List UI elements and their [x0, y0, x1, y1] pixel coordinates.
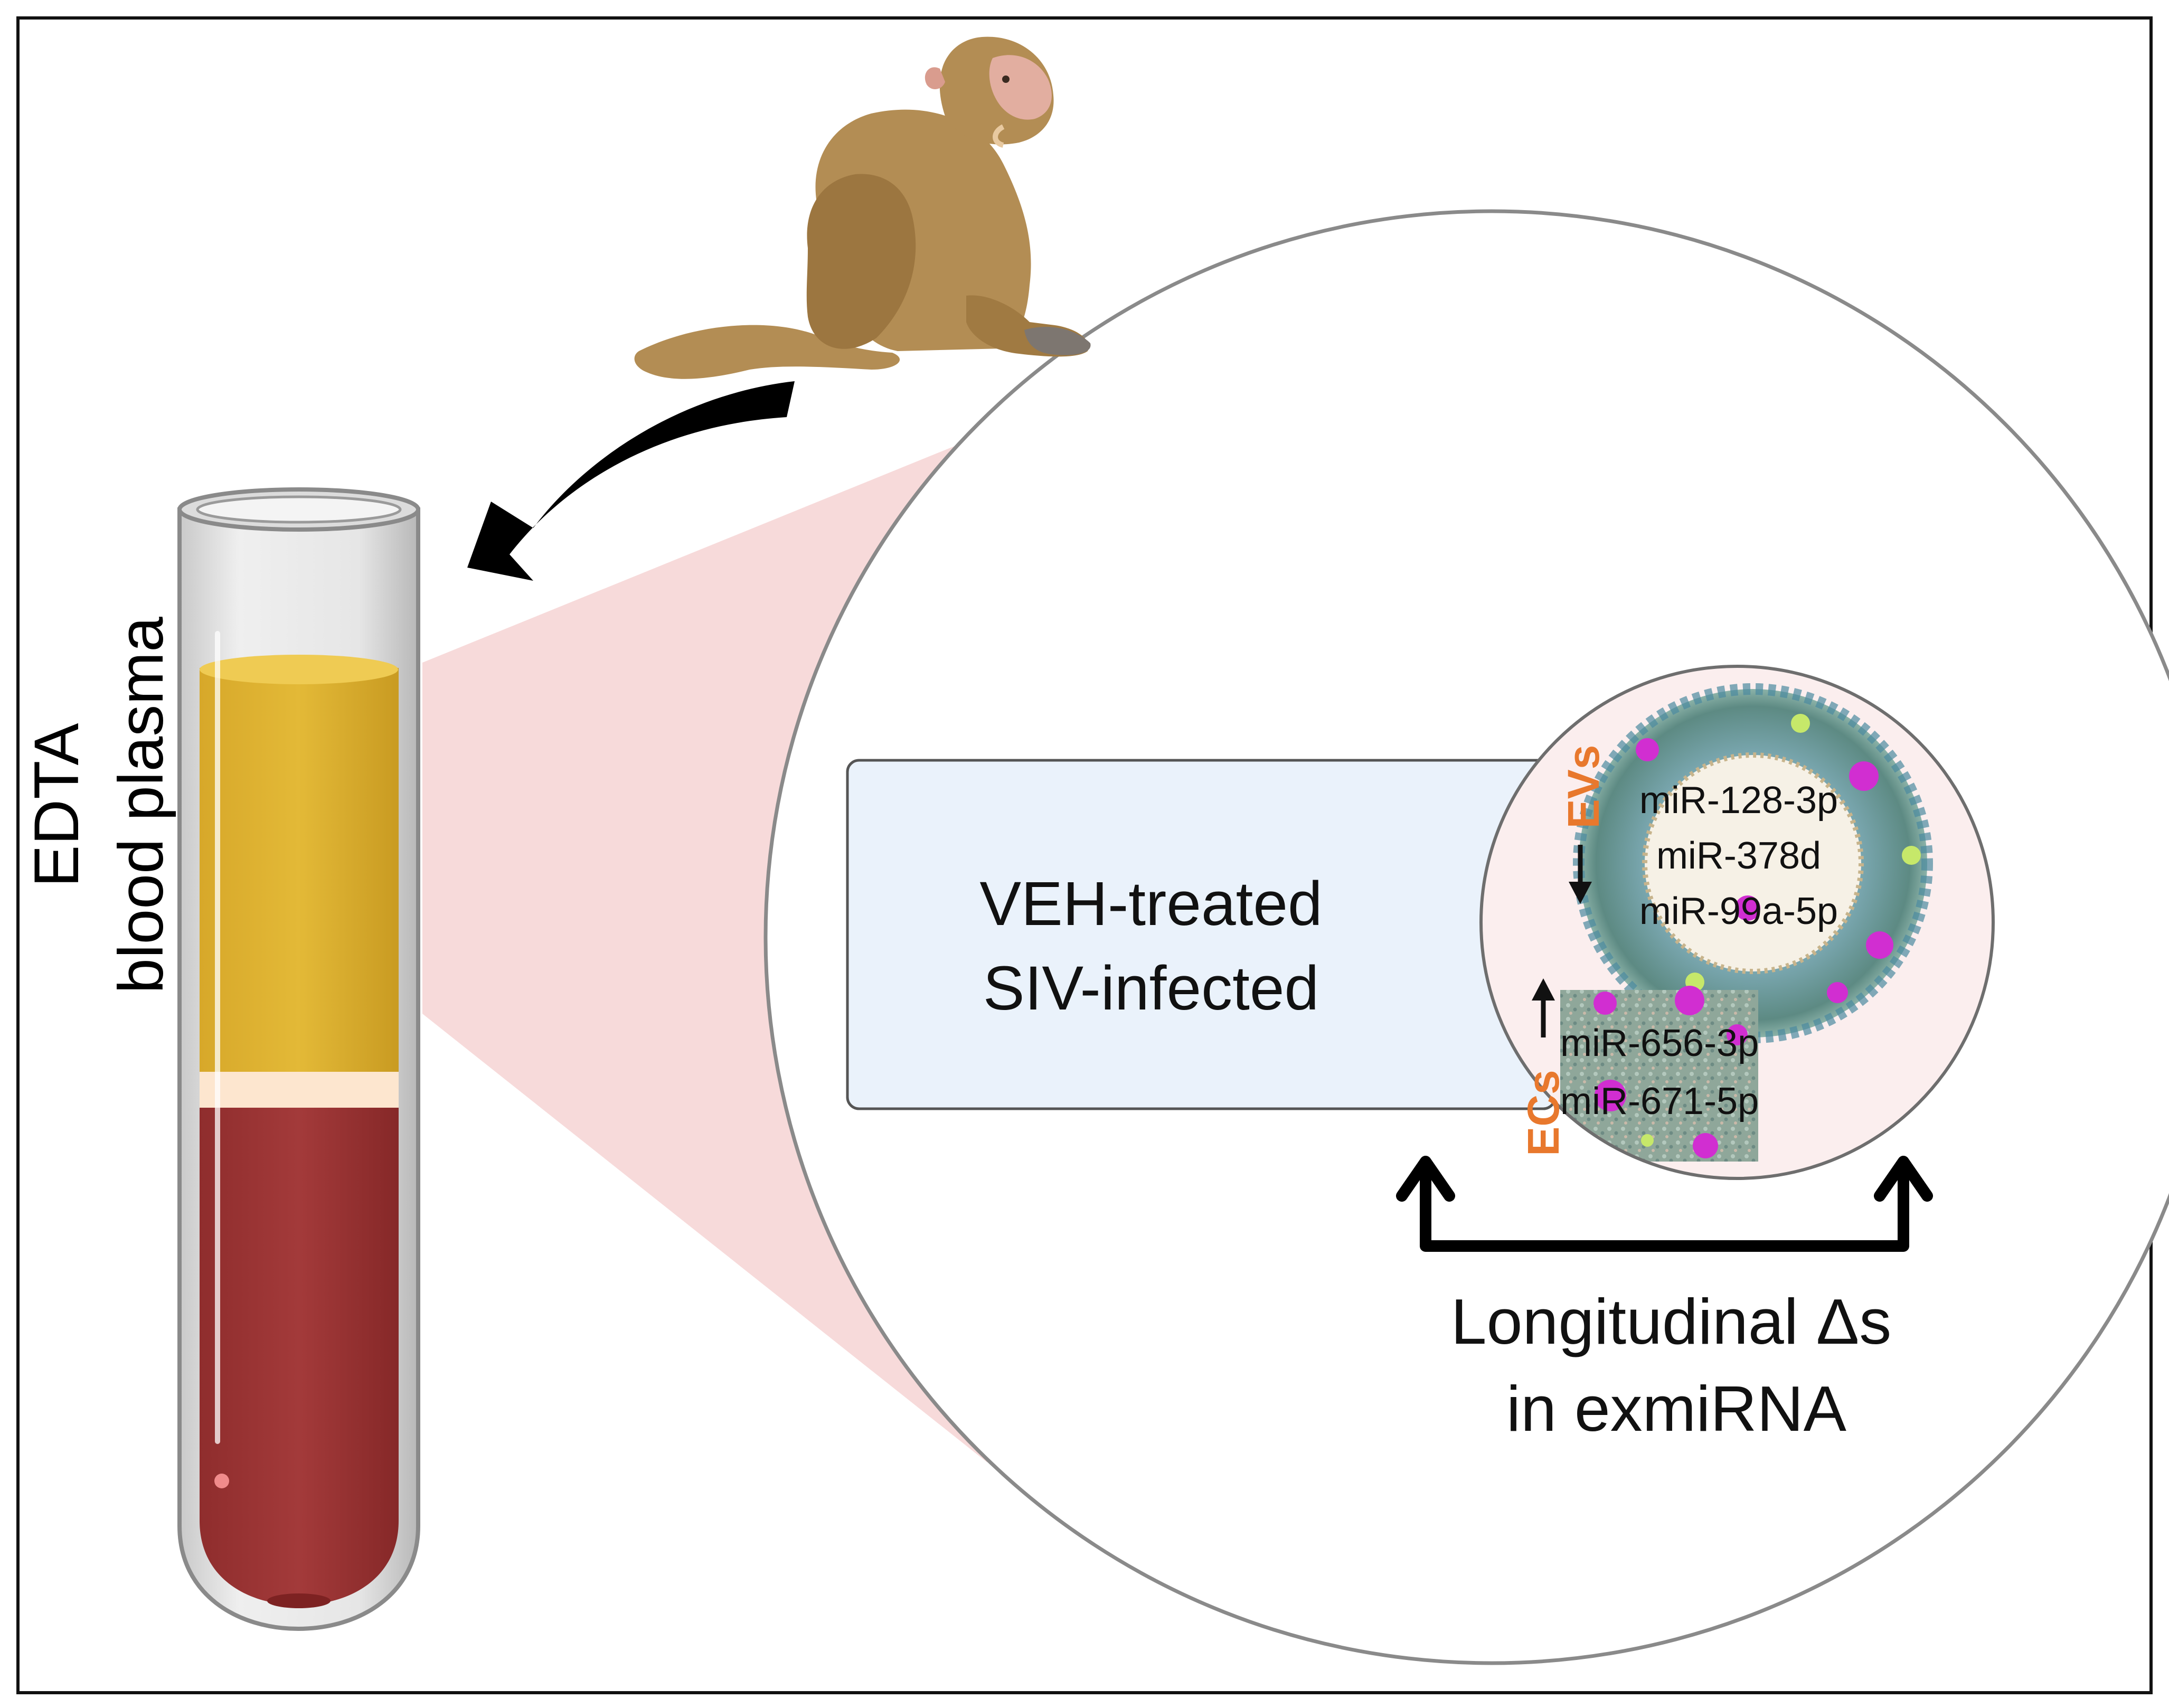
group-label-line2: SIV-infected — [983, 954, 1319, 1023]
group-label-line1: VEH-treated — [979, 869, 1322, 939]
up-arrow-icon — [1532, 978, 1555, 1037]
ec-mirna-2: miR-671-5p — [1560, 1080, 1759, 1122]
ev-tag: EVs — [1559, 745, 1608, 829]
tube-label-line2: blood plasma — [106, 617, 176, 994]
ev-mirna-2: miR-378d — [1656, 835, 1821, 877]
ev-mirna-1: miR-128-3p — [1639, 779, 1838, 822]
magnifier-outline — [1479, 665, 1995, 1180]
ec-mirna-1: miR-656-3p — [1560, 1022, 1759, 1064]
caption-line2: in exmiRNA — [1506, 1373, 1847, 1445]
longitudinal-bracket — [1396, 1156, 1933, 1252]
ev-mirna-3: miR-99a-5p — [1639, 890, 1838, 932]
caption-line1: Longitudinal Δs — [1451, 1286, 1891, 1357]
transfer-arrow — [467, 381, 795, 581]
tube-label-line1: EDTA — [21, 723, 92, 887]
down-arrow-icon — [1569, 845, 1592, 904]
ec-tag: ECs — [1519, 1070, 1568, 1156]
blood-tube-icon — [177, 487, 420, 1631]
rhesus-macaque-icon — [634, 36, 1091, 379]
